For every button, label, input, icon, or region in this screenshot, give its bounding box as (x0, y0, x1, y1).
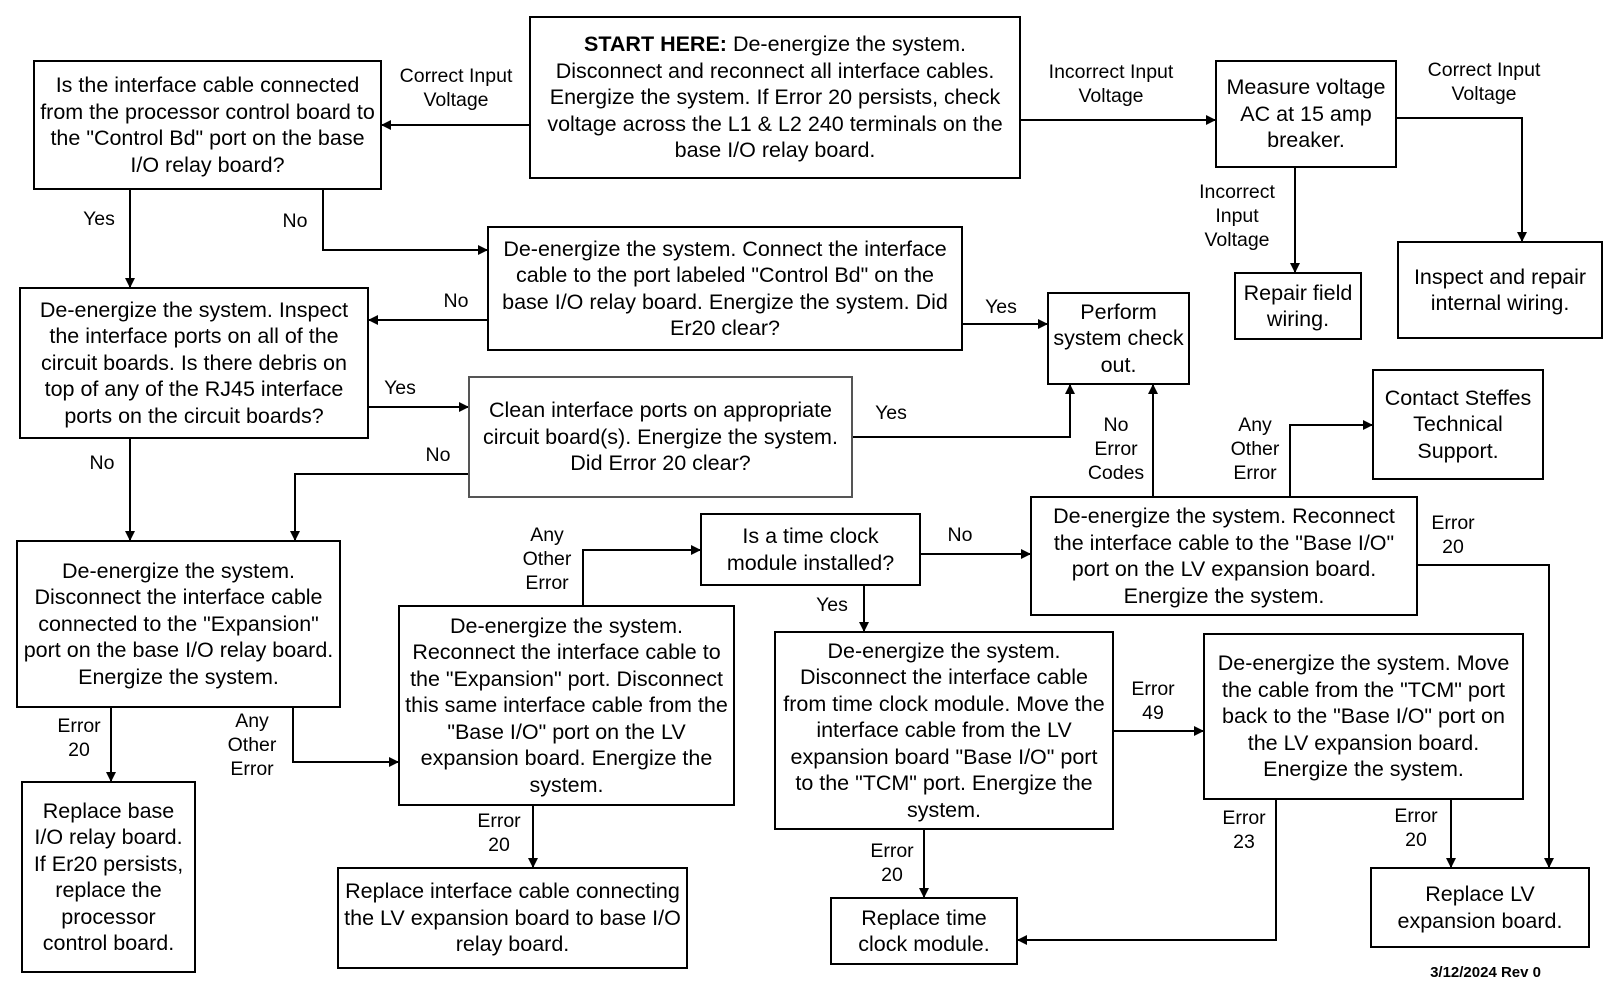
label-yes-2: Yes (985, 296, 1017, 318)
arrow-reconnect-contact (1289, 420, 1373, 496)
measure-voltage-text: Measure voltage AC at 15 amp breaker. (1226, 75, 1386, 153)
label-error-20-b: Error 20 (57, 715, 101, 761)
label-error-20-e: Error 20 (870, 840, 914, 886)
label-incorrect-input-voltage-1: Incorrect Input Voltage (1048, 61, 1174, 107)
cable-connected-question-text: Is the interface cable connected from th… (40, 73, 375, 177)
inspect-ports-question-text: De-energize the system. Inspect the inte… (39, 297, 349, 428)
label-no-2: No (443, 290, 469, 312)
label-error-49: Error 49 (1131, 678, 1175, 724)
label-yes-4: Yes (875, 402, 907, 424)
inspect-internal-wiring-text: Inspect and repair internal wiring. (1413, 264, 1587, 316)
replace-base-io-box: Replace base I/O relay board. If Er20 pe… (21, 781, 196, 973)
move-back-to-base-io-text: De-energize the system. Move the cable f… (1217, 651, 1510, 782)
replace-base-io-text: Replace base I/O relay board. If Er20 pe… (33, 798, 184, 956)
disconnect-expansion-box: De-energize the system. Disconnect the i… (16, 540, 341, 708)
label-yes-3: Yes (384, 377, 416, 399)
label-correct-input-voltage-2: Correct Input Voltage (1427, 59, 1541, 105)
perform-checkout-text: Perform system check out. (1053, 299, 1184, 377)
label-no-4: No (89, 452, 115, 474)
connect-control-bd-text: De-energize the system. Connect the inte… (502, 236, 948, 341)
disconnect-expansion-text: De-energize the system. Disconnect the i… (23, 558, 334, 689)
arrow-cable-no (322, 190, 488, 255)
replace-lv-expansion-box: Replace LV expansion board. (1370, 867, 1590, 948)
arrow-clean-yes (853, 384, 1075, 438)
start-lead: START HERE: (584, 32, 727, 57)
arrow-disconnect-other (292, 708, 399, 767)
time-clock-question-box: Is a time clock module installed? (700, 513, 921, 586)
repair-field-wiring-box: Repair field wiring. (1234, 272, 1362, 340)
label-no-1: No (282, 210, 308, 232)
time-clock-question-text: Is a time clock module installed? (726, 524, 895, 575)
start-box: START HERE: De-energize the system. Disc… (529, 16, 1021, 179)
contact-steffes-text: Contact Steffes Technical Support. (1384, 385, 1532, 463)
arrow-moveback-error23 (1017, 800, 1277, 945)
label-any-other-error-2: Any Other Error (522, 524, 572, 594)
label-yes-1: Yes (83, 208, 115, 230)
label-any-other-error-1: Any Other Error (1230, 414, 1280, 484)
arrow-measure-to-inspect (1397, 117, 1527, 242)
label-correct-input-voltage-1: Correct Input Voltage (399, 65, 513, 111)
reconnect-base-io-text: De-energize the system. Reconnect the in… (1053, 504, 1395, 608)
arrow-reconnect-error20 (1418, 564, 1554, 868)
inspect-ports-question-box: De-energize the system. Inspect the inte… (19, 287, 369, 439)
reconnect-base-io-box: De-energize the system. Reconnect the in… (1030, 496, 1418, 616)
cable-connected-question-box: Is the interface cable connected from th… (33, 60, 382, 190)
label-yes-5: Yes (816, 594, 848, 616)
replace-cable-box: Replace interface cable connecting the L… (337, 867, 688, 969)
replace-time-clock-box: Replace time clock module. (830, 897, 1018, 965)
start-text: De-energize the system. Disconnect and r… (547, 32, 1003, 163)
label-no-5: No (947, 524, 973, 546)
label-incorrect-input-voltage-2: Incorrect Input Voltage (1199, 181, 1275, 251)
replace-time-clock-text: Replace time clock module. (858, 905, 990, 957)
connect-control-bd-box: De-energize the system. Connect the inte… (487, 226, 963, 351)
repair-field-wiring-text: Repair field wiring. (1243, 280, 1353, 332)
clean-ports-box: Clean interface ports on appropriate cir… (468, 376, 853, 498)
measure-voltage-box: Measure voltage AC at 15 amp breaker. (1215, 60, 1397, 168)
label-error-20-d: Error 20 (1394, 805, 1438, 851)
move-to-tcm-box: De-energize the system. Disconnect the i… (774, 631, 1114, 830)
reconnect-expansion-text: De-energize the system. Reconnect the in… (405, 613, 728, 797)
label-error-20-c: Error 20 (477, 810, 521, 856)
replace-lv-expansion-text: Replace LV expansion board. (1397, 882, 1563, 933)
contact-steffes-box: Contact Steffes Technical Support. (1372, 369, 1544, 480)
label-no-error-codes: No Error Codes (1087, 414, 1145, 484)
arrow-reconnect-other (582, 545, 701, 605)
move-back-to-base-io-box: De-energize the system. Move the cable f… (1203, 633, 1524, 800)
label-error-23: Error 23 (1222, 807, 1266, 853)
reconnect-expansion-box: De-energize the system. Reconnect the in… (398, 605, 735, 806)
replace-cable-text: Replace interface cable connecting the L… (344, 879, 681, 957)
label-any-other-error-3: Any Other Error (227, 710, 277, 780)
revision-stamp: 3/12/2024 Rev 0 (1430, 964, 1541, 981)
label-no-3: No (425, 444, 451, 466)
move-to-tcm-text: De-energize the system. Disconnect the i… (783, 638, 1105, 822)
inspect-internal-wiring-box: Inspect and repair internal wiring. (1397, 241, 1603, 339)
perform-checkout-box: Perform system check out. (1047, 292, 1190, 385)
label-error-20-a: Error 20 (1431, 512, 1475, 558)
clean-ports-text: Clean interface ports on appropriate cir… (483, 398, 838, 476)
arrow-clean-no (290, 473, 468, 541)
